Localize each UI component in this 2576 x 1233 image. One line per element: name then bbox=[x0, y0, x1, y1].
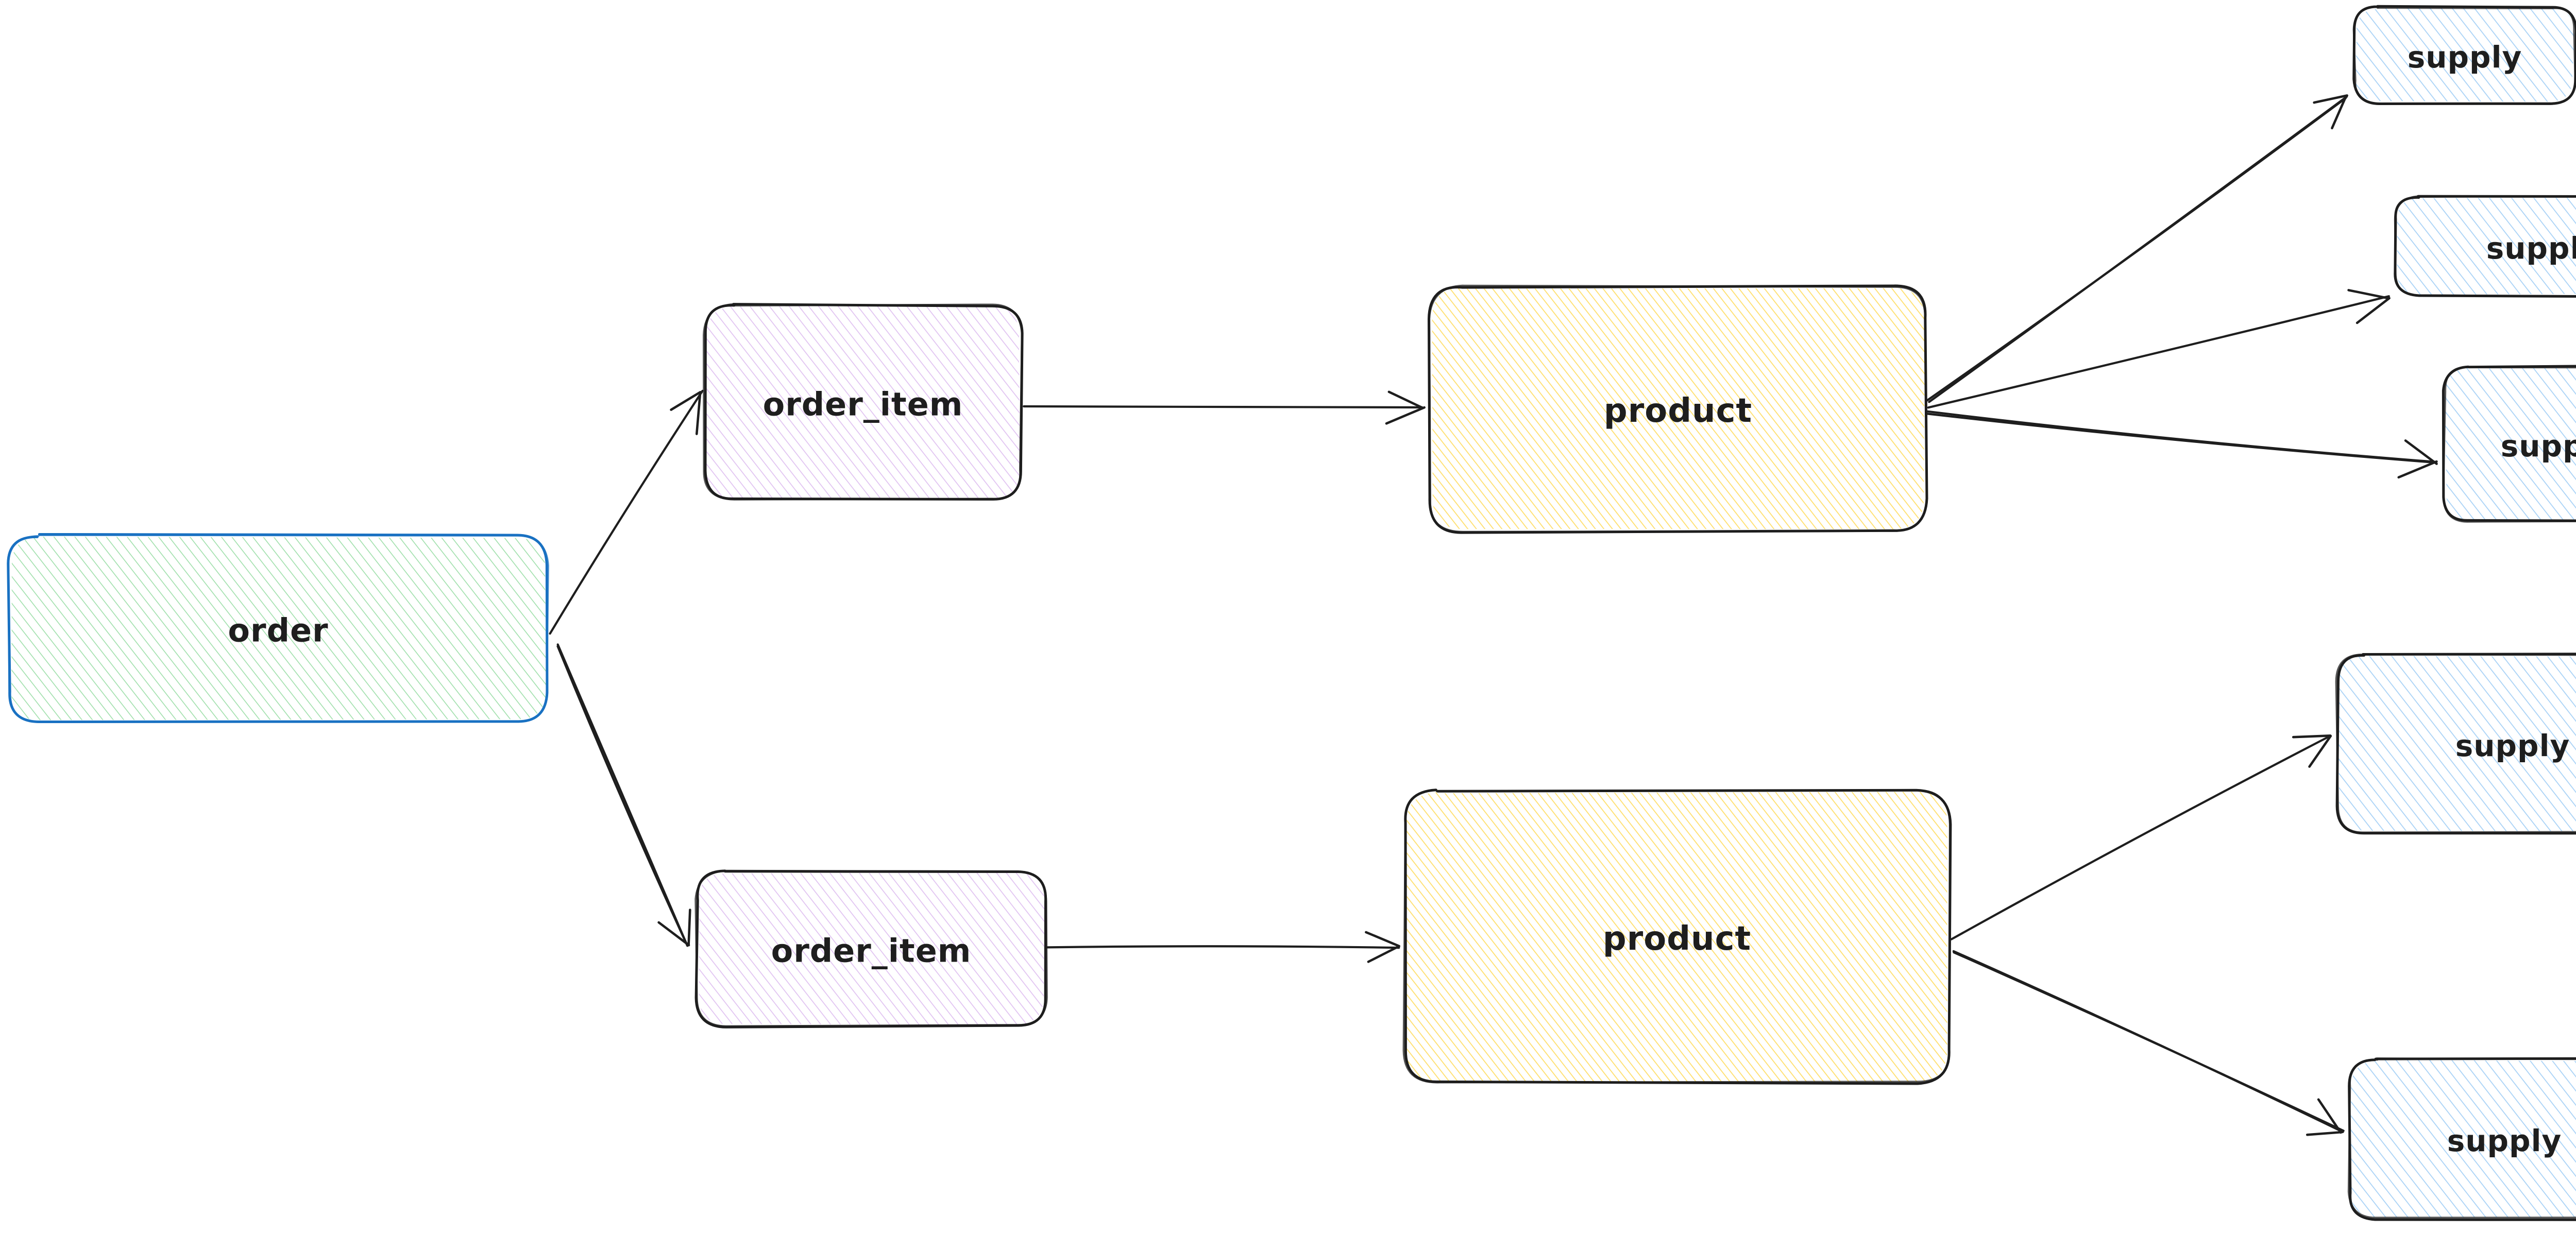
arrowhead-barb bbox=[2292, 734, 2332, 739]
node-order[interactable]: order bbox=[7, 533, 549, 723]
node-outline bbox=[1402, 789, 1951, 1084]
edge-product_top-to-supply_2 bbox=[1927, 289, 2391, 409]
node-label: product bbox=[1603, 920, 1751, 958]
node-outline bbox=[2352, 6, 2576, 105]
node-label: supply bbox=[2408, 40, 2522, 75]
edge-order_item_bottom-to-product_bottom bbox=[1046, 931, 1401, 963]
node-outline bbox=[2335, 653, 2576, 833]
node-fill bbox=[2337, 656, 2576, 831]
node-fill bbox=[2350, 1059, 2576, 1218]
edge-line bbox=[549, 389, 704, 635]
node-fill bbox=[11, 536, 546, 721]
node-label: supply bbox=[2455, 728, 2570, 763]
arrowhead-barb bbox=[657, 921, 690, 947]
edge-line bbox=[1927, 295, 2390, 409]
node-fill bbox=[2355, 8, 2574, 102]
arrowhead-barb bbox=[670, 391, 702, 411]
node-label: supply bbox=[2501, 429, 2576, 464]
edge-order-to-order_item_top bbox=[549, 389, 704, 635]
node-fill bbox=[1406, 792, 1947, 1082]
edge-line bbox=[1950, 734, 2332, 940]
arrowhead-barb bbox=[1365, 931, 1401, 948]
node-outline bbox=[1428, 284, 1928, 533]
node-fill bbox=[705, 305, 1020, 499]
arrowhead-barb bbox=[2347, 289, 2389, 300]
node-label: supply bbox=[2447, 1123, 2562, 1158]
node-fill bbox=[699, 872, 1045, 1025]
node-order_item_top[interactable]: order_item bbox=[703, 303, 1024, 501]
node-product_top[interactable]: product bbox=[1427, 284, 1928, 534]
arrowhead-barb bbox=[2397, 460, 2438, 479]
node-fill bbox=[2397, 197, 2576, 295]
arrowhead-barb bbox=[1385, 406, 1426, 425]
edge-product_top-to-supply_3 bbox=[1926, 410, 2438, 479]
node-supply_5[interactable]: supply bbox=[2347, 1057, 2576, 1221]
node-product_bottom[interactable]: product bbox=[1402, 789, 1952, 1085]
arrowhead-barb bbox=[2331, 95, 2348, 130]
node-label: supply bbox=[2486, 231, 2576, 266]
node-outline bbox=[7, 534, 549, 723]
edge-line bbox=[1926, 413, 2437, 464]
node-outline bbox=[2394, 195, 2576, 297]
node-supply_1[interactable]: supply bbox=[2352, 5, 2576, 106]
edge-product_bottom-to-supply_4 bbox=[1950, 734, 2332, 940]
node-outline bbox=[703, 303, 1023, 501]
edge-line bbox=[1925, 97, 2347, 402]
arrowhead-barb bbox=[2355, 297, 2391, 324]
arrowhead-barb bbox=[2313, 94, 2348, 104]
node-fill bbox=[1432, 288, 1925, 529]
arrowhead-barb bbox=[2404, 439, 2438, 465]
arrowhead-barb bbox=[695, 391, 702, 435]
edge-order_item_top-to-product_top bbox=[1023, 390, 1426, 425]
node-label: order_item bbox=[771, 932, 972, 970]
node-outline bbox=[2442, 366, 2576, 523]
arrowhead-barb bbox=[2317, 1098, 2342, 1134]
node-outline bbox=[2335, 653, 2576, 835]
edges-layer bbox=[549, 94, 2438, 1136]
edge-line bbox=[1023, 405, 1423, 409]
edge-order-to-order_item_bottom bbox=[556, 643, 691, 947]
edge-line bbox=[1926, 410, 2437, 464]
node-outline bbox=[2347, 1057, 2576, 1219]
node-fill bbox=[2445, 368, 2576, 521]
node-label: order_item bbox=[763, 386, 963, 423]
node-supply_2[interactable]: supply bbox=[2394, 195, 2576, 298]
arrowhead-barb bbox=[2308, 734, 2332, 768]
edge-product_bottom-to-supply_5 bbox=[1952, 950, 2345, 1136]
node-supply_4[interactable]: supply bbox=[2335, 653, 2576, 835]
node-label: order bbox=[228, 612, 328, 649]
edge-line bbox=[1046, 945, 1400, 949]
edge-line bbox=[1952, 950, 2344, 1133]
arrowhead-barb bbox=[1367, 945, 1400, 963]
node-outline bbox=[694, 869, 1048, 1027]
arrowhead-barb bbox=[2306, 1131, 2344, 1136]
nodes-layer: orderorder_itemorder_itemproductproducts… bbox=[7, 5, 2576, 1221]
edge-line bbox=[556, 645, 689, 947]
node-supply_3[interactable]: supply bbox=[2442, 365, 2576, 523]
node-order_item_bottom[interactable]: order_item bbox=[694, 869, 1048, 1029]
node-label: product bbox=[1604, 392, 1752, 430]
edge-product_top-to-supply_1 bbox=[1925, 94, 2348, 403]
arrowhead-barb bbox=[687, 909, 691, 947]
arrowhead-barb bbox=[1387, 390, 1423, 409]
